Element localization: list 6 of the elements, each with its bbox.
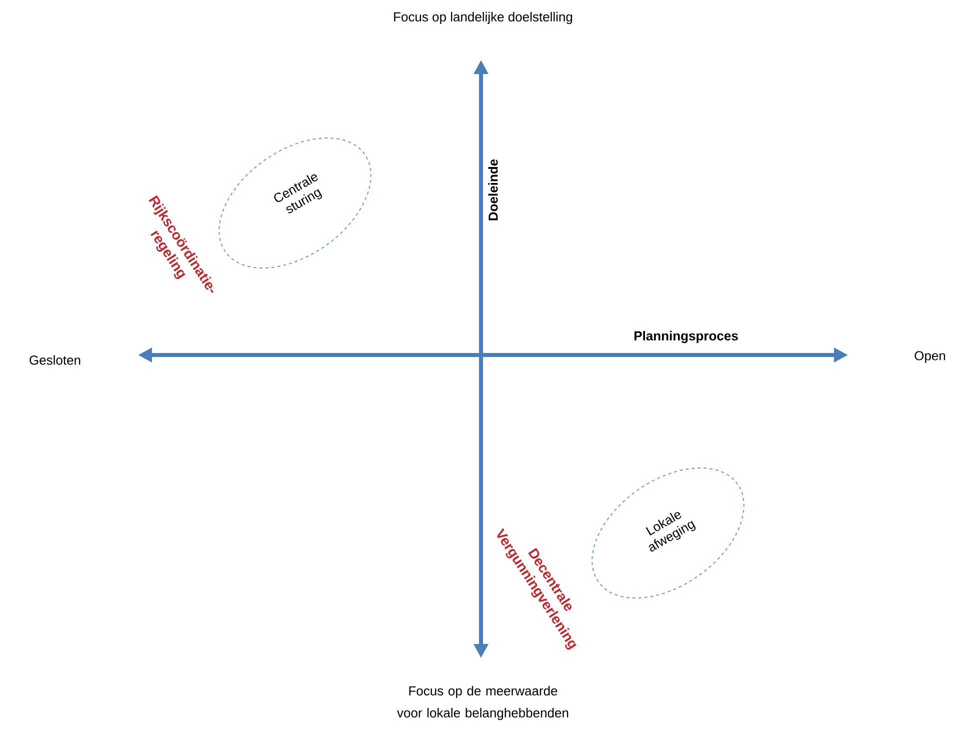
axis-title: Doeleinde — [488, 159, 498, 220]
axis-title: Planningsproces — [634, 330, 738, 344]
axis-end-label: Gesloten — [30, 355, 80, 365]
axis-end-label: Focus op landelijke doelstelling — [394, 12, 572, 24]
axis-end-label: Focus op de meerwaarde voor lokale belanghebbenden — [397, 686, 568, 720]
axis-end-label: Open — [914, 351, 946, 363]
